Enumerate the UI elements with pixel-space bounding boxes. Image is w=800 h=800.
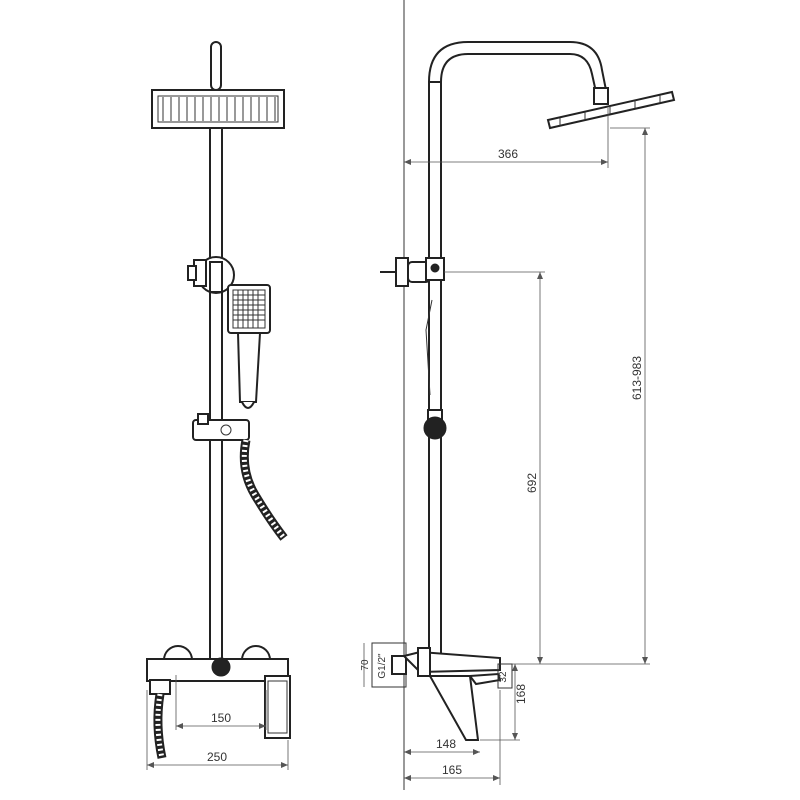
front-shower-hose [239, 439, 288, 541]
side-hose [425, 299, 433, 396]
dim-168-label: 168 [514, 684, 528, 704]
dim-613-983-label: 613-983 [630, 356, 644, 400]
dim-148: 148 [404, 737, 480, 755]
front-top-riser [210, 41, 222, 91]
dim-250: 250 [146, 690, 289, 770]
dim-32-label: 32 [498, 671, 509, 683]
front-mixer-valve [146, 645, 291, 739]
dim-613-983: 613-983 [545, 127, 650, 665]
front-lower-hose [153, 693, 167, 759]
dim-165-label: 165 [442, 763, 462, 777]
dim-150: 150 [175, 675, 267, 730]
side-wall-bracket [380, 257, 445, 287]
dim-165: 165 [404, 690, 501, 785]
side-gooseneck-inner [440, 53, 597, 93]
front-diverter [187, 256, 235, 294]
dim-692: 692 [444, 271, 545, 665]
dim-250-label: 250 [207, 750, 227, 764]
front-view: 150 250 [146, 41, 291, 770]
dim-70-label: 70 [360, 659, 371, 671]
dim-366-label: 366 [498, 147, 518, 161]
side-slide-holder [423, 409, 447, 440]
dim-366: 366 [404, 108, 609, 168]
dim-150-label: 150 [211, 711, 231, 725]
dim-168: 168 [480, 664, 528, 741]
side-gooseneck-outer [428, 41, 607, 91]
front-overhead-shower-head [151, 89, 285, 129]
dim-148-label: 148 [436, 737, 456, 751]
front-riser-pipe [209, 127, 223, 661]
side-overhead-shower-head [546, 87, 676, 130]
dim-32: 32 [497, 663, 513, 689]
side-mixer-valve [371, 642, 502, 741]
dim-692-label: 692 [525, 473, 539, 493]
side-riser-pipe [428, 81, 442, 663]
inlet-thread-label: G1/2" [377, 653, 388, 679]
front-hand-shower [227, 284, 271, 409]
front-slide-holder [192, 413, 250, 441]
dim-70: 70 [360, 643, 371, 687]
side-view: 366 692 [360, 0, 676, 790]
